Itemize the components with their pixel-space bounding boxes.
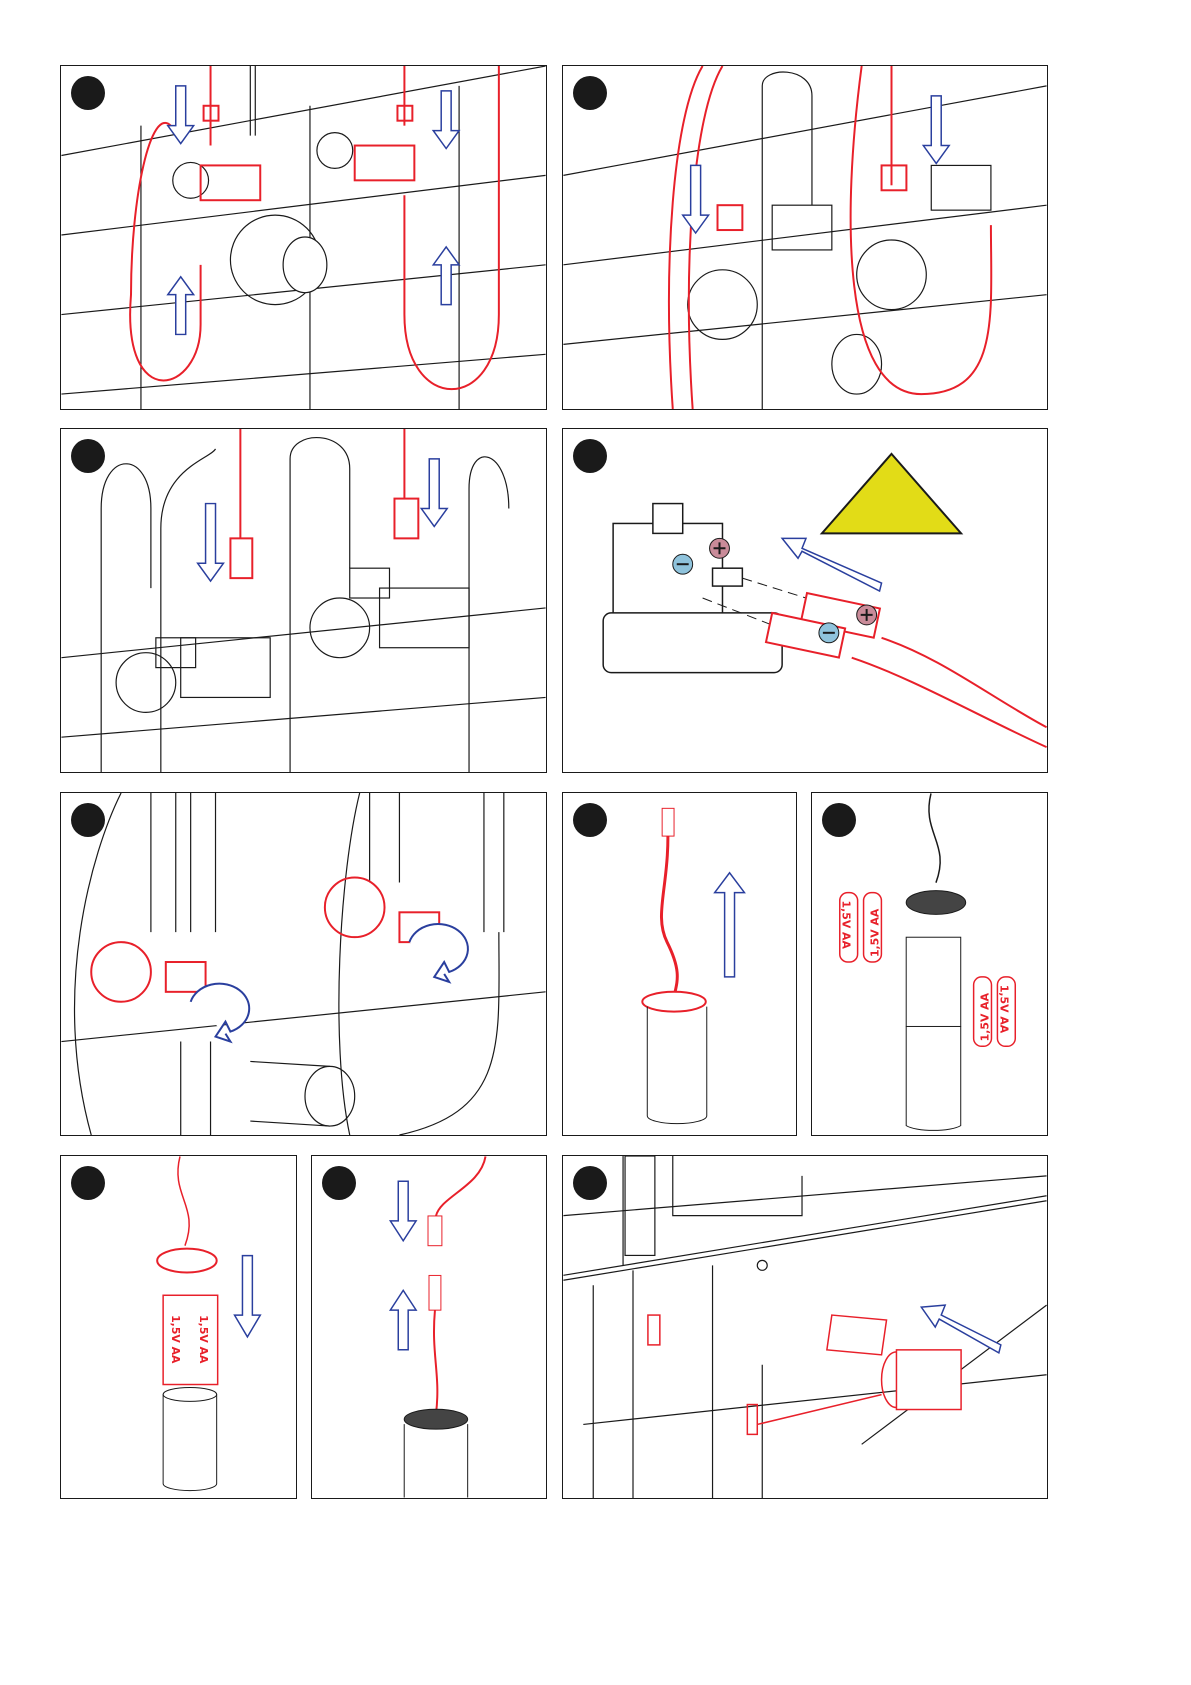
step-2-panel: [562, 65, 1048, 410]
step-5-panel: [60, 792, 547, 1136]
remove-cap-illustration: [641, 807, 746, 1125]
valve-wiring-illustration: [61, 429, 546, 772]
battery-label: 1,5V AA: [997, 985, 1010, 1034]
step-3-panel: [60, 428, 547, 773]
step-number-badge: [573, 1166, 607, 1200]
step-number-badge: [71, 803, 105, 837]
step-4-panel: [562, 428, 1048, 773]
step-number-badge: [71, 1166, 105, 1200]
open-valves-illustration: [61, 793, 546, 1135]
arrow-down-icon: [233, 1254, 262, 1339]
arrow-icon: [780, 537, 883, 593]
step-8-panel: 1,5V AA 1,5V AA: [60, 1155, 297, 1499]
mount-battery-box-illustration: [563, 1156, 1047, 1498]
arrow-icon: [919, 1304, 1002, 1354]
connect-plug-illustration: [388, 1156, 487, 1498]
step-number-badge: [71, 439, 105, 473]
hose-connection-illustration: [61, 66, 546, 409]
step-number-badge: [573, 439, 607, 473]
battery-label: 1,5V AA: [978, 992, 991, 1041]
step-number-badge: [573, 803, 607, 837]
arrow-icons: [166, 85, 461, 336]
battery-label: 1,5V AA: [840, 901, 853, 950]
step-6-panel: [562, 792, 797, 1136]
step-number-badge: [71, 76, 105, 110]
battery-label: 1,5V AA: [868, 908, 881, 957]
warning-triangle-icon: [819, 452, 964, 535]
step-9-panel: [311, 1155, 547, 1499]
insert-batteries-illustration: 1,5V AA 1,5V AA 1,5V AA 1,5V AA: [839, 793, 1017, 1131]
polarity-illustration: [602, 452, 1047, 749]
step-number-badge: [822, 803, 856, 837]
step-number-badge: [322, 1166, 356, 1200]
battery-label: 1,5V AA: [197, 1315, 210, 1364]
step-number-badge: [573, 76, 607, 110]
rotate-arrow-icons: [189, 923, 469, 1044]
step-10-panel: [562, 1155, 1048, 1499]
close-case-illustration: 1,5V AA 1,5V AA: [156, 1156, 262, 1492]
arrow-up-icon: [713, 871, 746, 978]
step-7-panel: 1,5V AA 1,5V AA 1,5V AA 1,5V AA: [811, 792, 1048, 1136]
hose-connection-illustration-2: [563, 66, 1047, 409]
battery-label: 1,5V AA: [169, 1315, 182, 1364]
step-1-panel: [60, 65, 547, 410]
